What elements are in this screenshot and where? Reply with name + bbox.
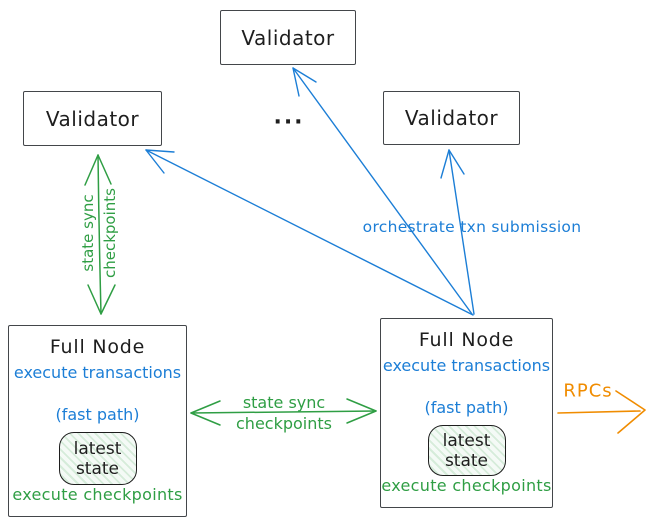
validator-box-right: Validator xyxy=(383,91,520,145)
full-node-box-left: Full Node execute transactions (fast pat… xyxy=(8,325,187,517)
latest-state-line2: state xyxy=(75,458,120,479)
validator-label: Validator xyxy=(404,106,499,130)
execute-checkpoints-label: execute checkpoints xyxy=(12,485,183,504)
latest-state-line2: state xyxy=(444,450,489,471)
full-node-box-right: Full Node execute transactions (fast pat… xyxy=(380,318,553,508)
validator-label: Validator xyxy=(45,106,140,131)
execute-checkpoints-label: execute checkpoints xyxy=(381,476,552,495)
validators-ellipsis: ... xyxy=(273,104,305,130)
validator-box-left: Validator xyxy=(23,91,162,146)
state-sync-horizontal-line2: checkpoints xyxy=(236,414,332,433)
execute-transactions-line1: execute transactions xyxy=(382,356,551,375)
execute-transactions-label: execute transactions (fast path) xyxy=(14,362,181,425)
full-node-title: Full Node xyxy=(418,329,515,351)
latest-state-line1: latest xyxy=(442,430,491,451)
state-sync-horizontal-line1: state sync xyxy=(242,393,326,412)
fast-path-line: (fast path) xyxy=(55,405,140,424)
full-node-title: Full Node xyxy=(49,336,146,358)
state-sync-vertical-line1: state sync xyxy=(79,194,97,272)
latest-state-box: latest state xyxy=(58,432,137,485)
rpcs-label: RPCs xyxy=(563,380,613,402)
orchestrate-txn-submission-label: orchestrate txn submission xyxy=(362,218,582,236)
execute-transactions-line1: execute transactions xyxy=(13,363,182,382)
state-sync-vertical-label: state sync checkpoints xyxy=(77,188,121,278)
state-sync-vertical-line2: checkpoints xyxy=(101,188,119,278)
validator-box-top: Validator xyxy=(220,10,356,65)
fast-path-line: (fast path) xyxy=(424,398,509,417)
latest-state-box: latest state xyxy=(427,425,506,476)
validator-label: Validator xyxy=(241,25,335,50)
latest-state-line1: latest xyxy=(73,438,122,459)
execute-transactions-label: execute transactions (fast path) xyxy=(383,355,550,418)
state-sync-horizontal-label: state sync checkpoints xyxy=(236,392,332,434)
